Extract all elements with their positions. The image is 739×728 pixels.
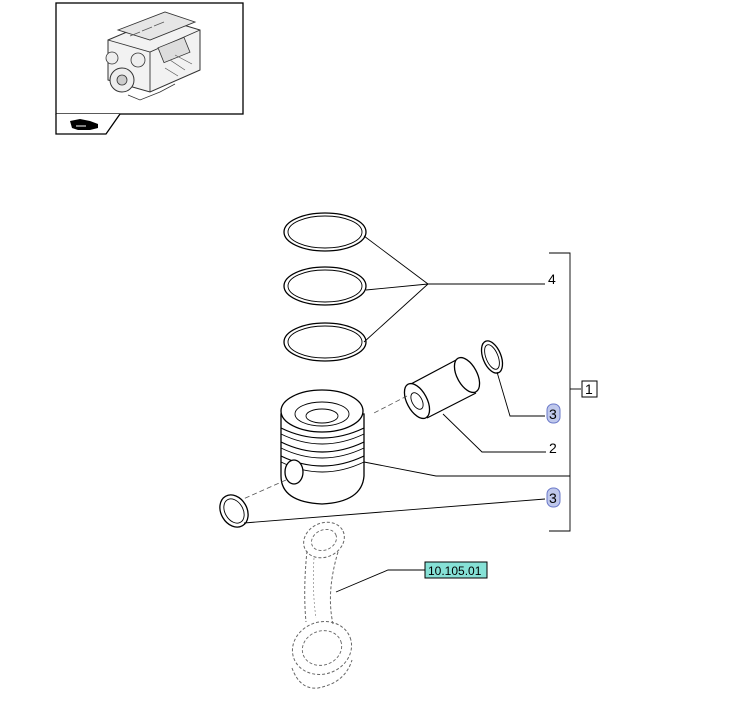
hand-pointer-icon [70, 119, 98, 130]
engine-thumbnail[interactable] [55, 2, 244, 115]
label-snap-ring-upper: 3 [549, 406, 557, 422]
piston-ring-bottom [283, 322, 367, 362]
label-piston-assembly: 1 [585, 381, 593, 397]
leader-piston-rings [363, 235, 545, 343]
pin-axis-lower [240, 479, 287, 501]
label-snap-ring-lower: 3 [549, 490, 557, 506]
engine-thumbnail-icon [105, 11, 201, 101]
connecting-rod-reference-link[interactable]: 10.105.01 [424, 561, 488, 579]
assembly-bracket [549, 252, 581, 532]
label-piston-rings: 4 [548, 271, 556, 287]
snap-ring-lower [219, 494, 546, 528]
navigate-back-button[interactable] [55, 113, 121, 135]
piston-ring-middle [283, 266, 367, 306]
connecting-rod-reference: 10.105.01 [428, 564, 482, 578]
label-piston-assembly-box[interactable]: 1 [581, 380, 598, 398]
label-piston-pin: 2 [549, 440, 557, 456]
label-snap-ring-upper-badge[interactable]: 3 [546, 403, 561, 424]
snap-ring-upper [480, 340, 545, 417]
label-snap-ring-lower-badge[interactable]: 3 [546, 487, 561, 508]
piston-ring-top [283, 212, 367, 252]
pin-axis-upper [371, 395, 408, 415]
piston [280, 389, 570, 505]
connecting-rod [291, 521, 426, 689]
piston-pin [403, 356, 546, 453]
